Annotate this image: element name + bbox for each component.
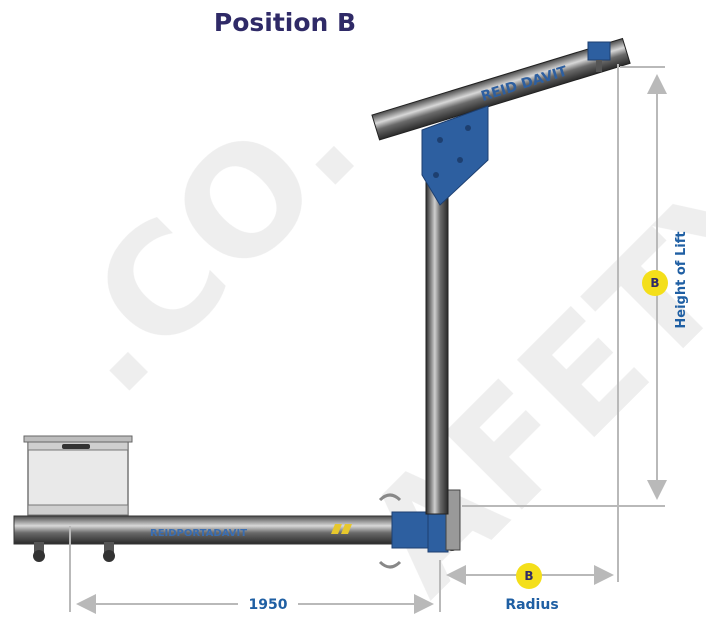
- radius-label: Radius: [505, 597, 559, 613]
- base-brand-text: REIDPORTADAVIT: [150, 528, 247, 539]
- radius-marker-badge: B: [516, 563, 542, 589]
- counterweight-box: [23, 435, 133, 516]
- watermark-text-1: .CO.: [21, 58, 390, 427]
- base-length-label: 1950: [238, 597, 298, 613]
- mast: [425, 177, 449, 515]
- diagram-title: Position B: [213, 8, 357, 37]
- height-of-lift-label: Height of Lift: [674, 231, 689, 329]
- jib-end-bracket: [587, 41, 611, 72]
- base-beam: REIDPORTADAVIT: [13, 515, 445, 545]
- gusset-plate: [421, 105, 489, 206]
- mast-clamp: [378, 489, 461, 569]
- height-marker-badge: B: [642, 270, 668, 296]
